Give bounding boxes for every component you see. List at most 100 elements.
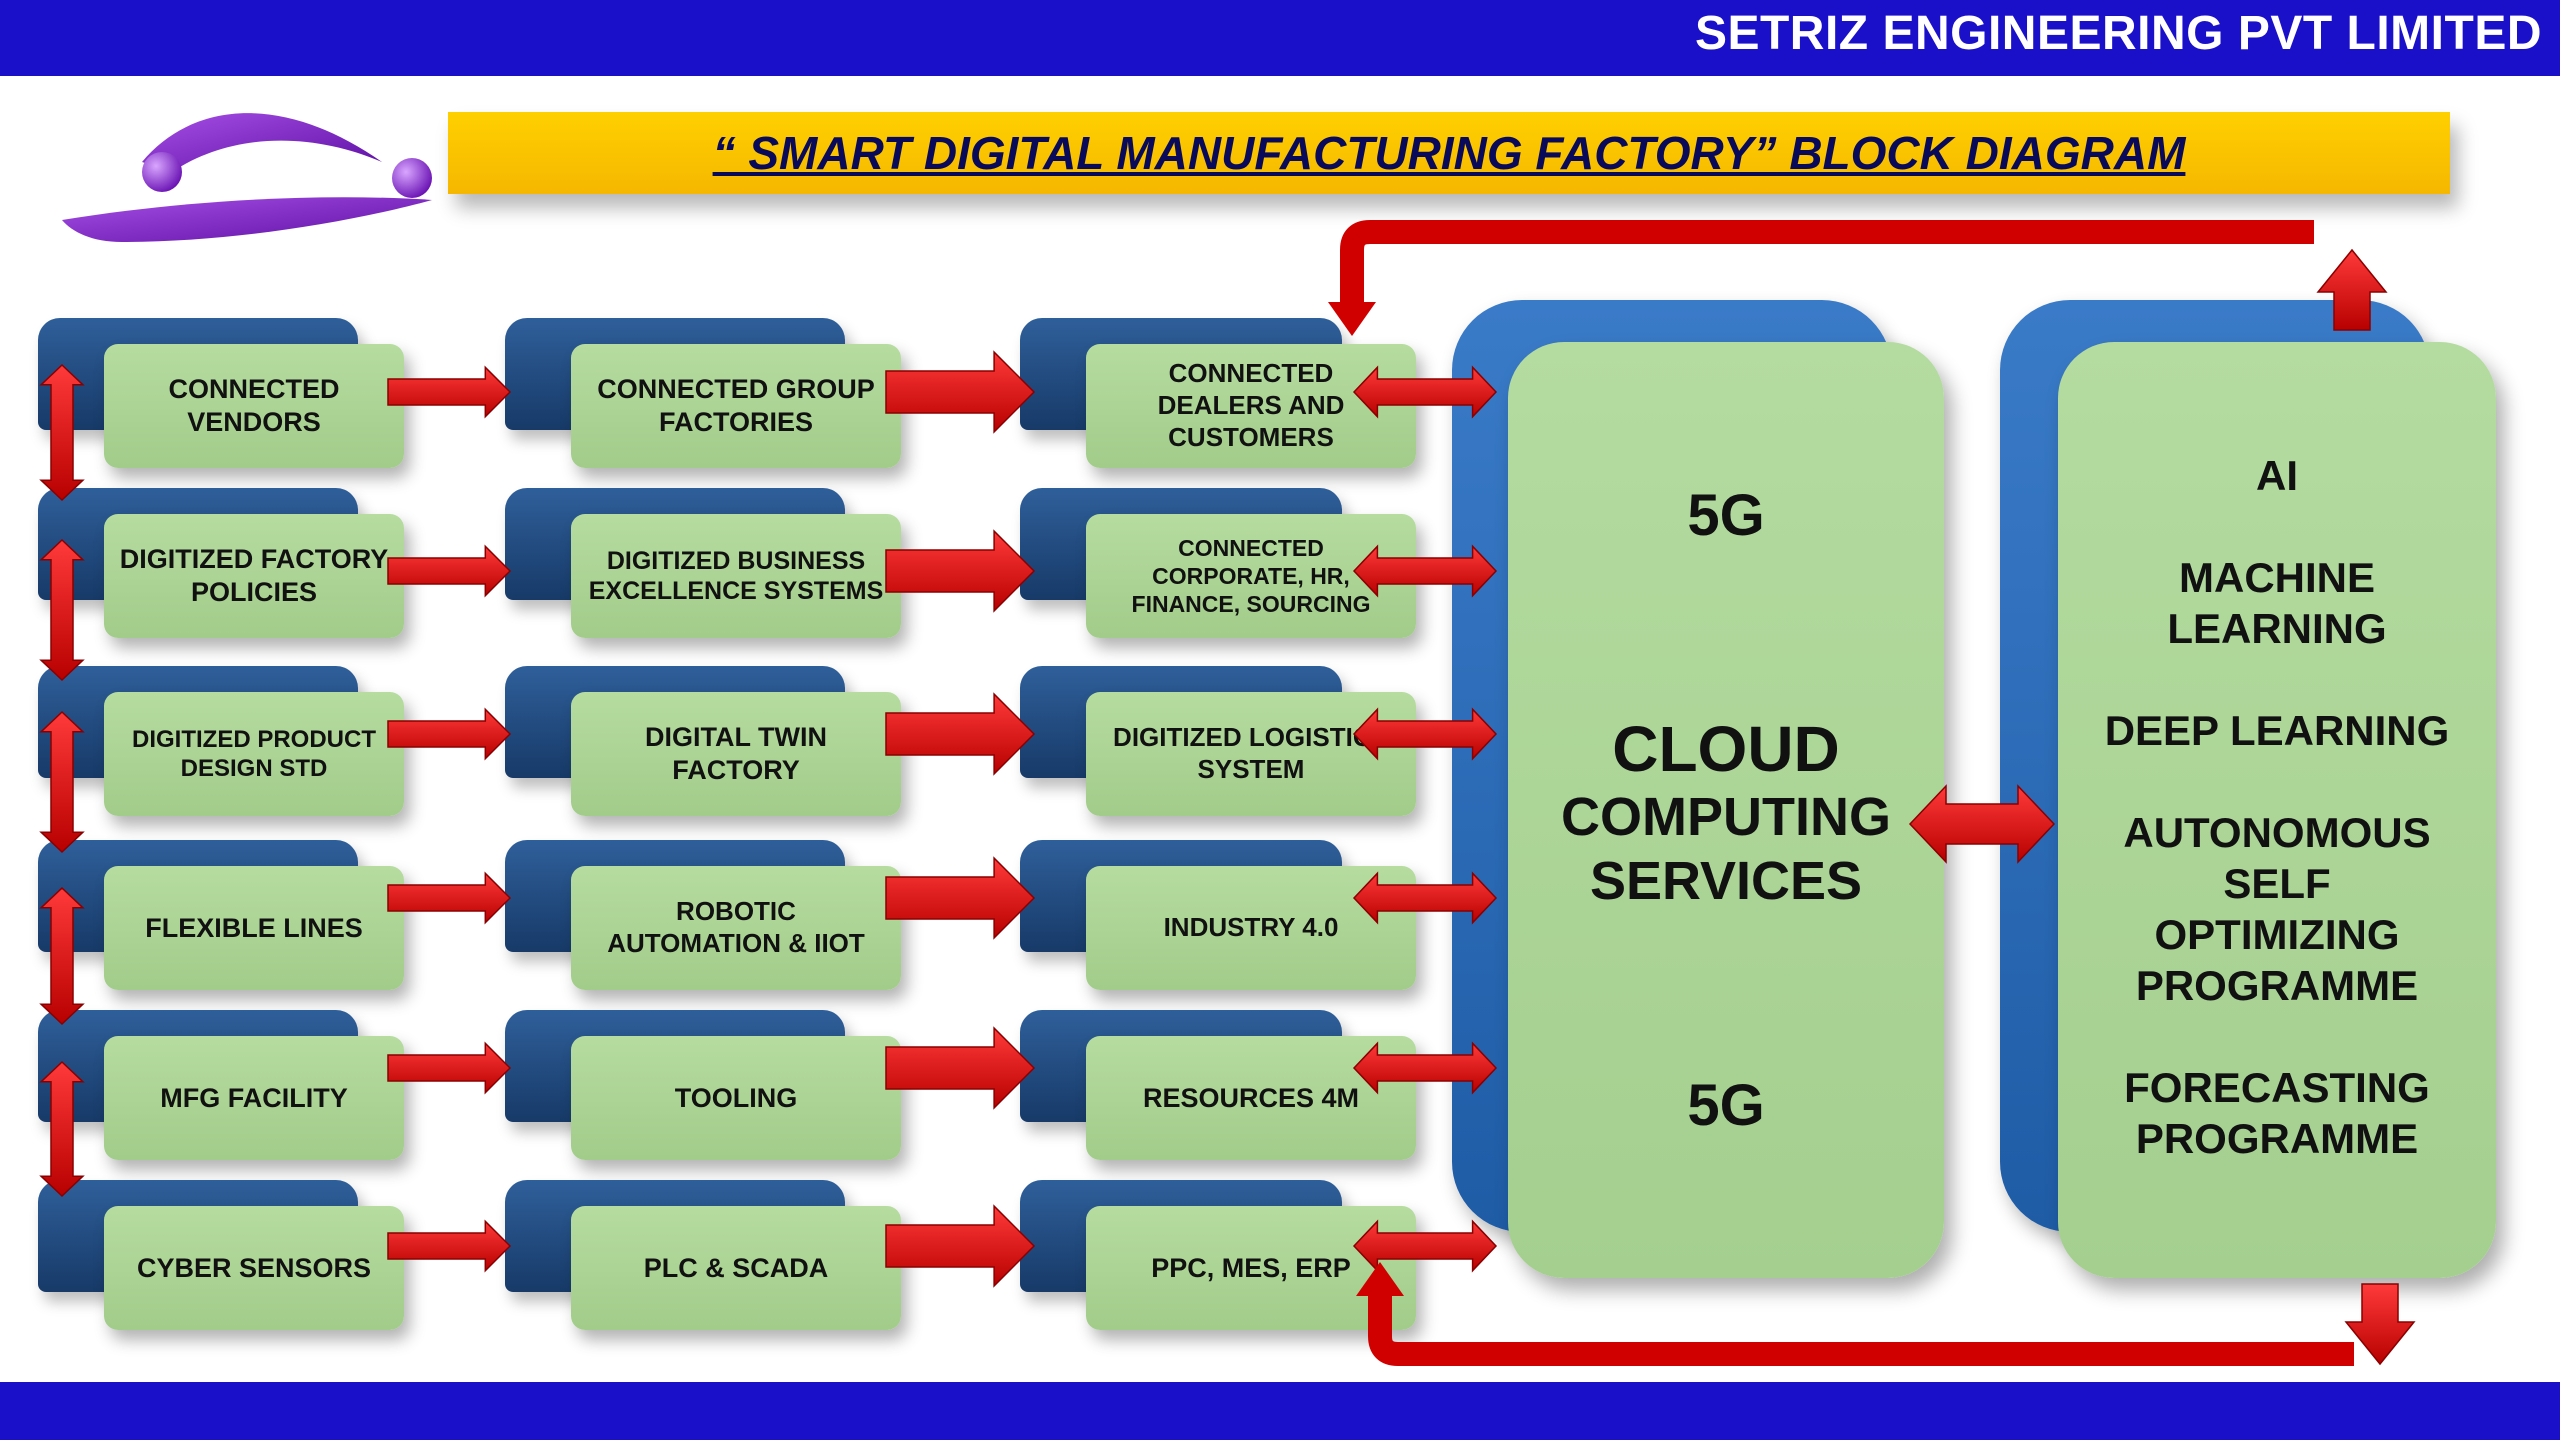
block-label: PLC & SCADA [571,1206,901,1330]
arrow-double-c3-r3 [1352,871,1498,925]
ai-line: SELF [2223,860,2331,907]
block-label-line: DIGITAL TWIN [645,722,827,753]
block-label-line: FINANCE, SOURCING [1131,591,1371,618]
arrow-bottom-loop-head [1356,1262,1404,1296]
arrow-top-loop [1340,220,2314,308]
arrow-right-c1-r1 [387,544,512,598]
arrow-right-c1-r5 [387,1219,512,1273]
arrow-top-loop-head [1328,302,1376,336]
block-label-line: SYSTEM [1197,754,1305,784]
arrow-right-c1-r3 [387,871,512,925]
arrow-vertical-c1-0 [39,363,85,502]
block-label: PPC, MES, ERP [1086,1206,1416,1330]
arrow-double-c3-r1 [1352,544,1498,598]
company-logo-icon [62,113,432,242]
arrow-bottom-loop [1368,1290,2354,1366]
ai-line: AI [2256,452,2298,499]
ai-line: PROGRAMME [2135,1115,2419,1162]
arrow-right-c2-r3 [885,856,1036,940]
arrow-right-c2-r1 [885,529,1036,613]
ai-line: MACHINE [2179,554,2375,601]
block-label-line: POLICIES [190,577,317,607]
block-label-line: CONNECTED GROUP [597,374,875,405]
ai-line: FORECASTING [2124,1064,2430,1111]
block-label-line: FLEXIBLE LINES [145,912,363,943]
arrow-double-c3-r5 [1352,1219,1498,1273]
block-label-line: DEALERS AND [1157,390,1345,421]
arrow-double-c3-r4 [1352,1041,1498,1095]
block-label-line: CYBER SENSORS [136,1252,372,1283]
block-label-line: DESIGN STD [180,755,328,782]
company-name: SETRIZ ENGINEERING PVT LIMITED [1694,7,2542,60]
arrow-right-c1-r0 [387,365,512,419]
block-label: CYBER SENSORS [104,1206,404,1330]
block-label-line: DIGITIZED PRODUCT [132,725,376,753]
block-label-line: CONNECTED [1168,358,1334,389]
block-label: MFG FACILITY [104,1036,404,1160]
block-label-line: CORPORATE, HR, [1152,562,1350,589]
ai-line: AUTONOMOUS [2123,809,2431,856]
cloud-line-3: SERVICES [1589,851,1863,911]
block-label-line: RESOURCES 4M [1142,1082,1360,1113]
arrow-right-c2-r2 [885,692,1036,776]
ai-line: OPTIMIZING [2154,911,2400,958]
arrow-right-c1-r4 [387,1041,512,1095]
block-label: FLEXIBLE LINES [104,866,404,990]
header-bar: SETRIZ ENGINEERING PVT LIMITED [0,0,2560,76]
ai-line: DEEP LEARNING [2104,707,2450,754]
title-banner: “ SMART DIGITAL MANUFACTURING FACTORY” B… [448,112,2450,194]
arrow-right-c2-r5 [885,1204,1036,1288]
ai-line: PROGRAMME [2135,962,2419,1009]
block-label: TOOLING [571,1036,901,1160]
arrow-cloud-ai [1908,784,2056,864]
cloud-5g-bottom: 5G [1687,1073,1765,1138]
block-label-line: ROBOTIC [676,896,796,927]
arrow-vertical-c1-3 [39,886,85,1026]
footer-bar [0,1382,2560,1440]
diagram-title: “ SMART DIGITAL MANUFACTURING FACTORY” B… [712,127,2186,179]
block-label-line: EXCELLENCE SYSTEMS [588,577,884,605]
block-label-line: FACTORIES [658,407,813,437]
arrow-right-c1-r2 [387,707,512,761]
arrow-double-c3-r2 [1352,707,1498,761]
block-label-line: INDUSTRY 4.0 [1163,912,1339,943]
ai-line: LEARNING [2167,605,2387,652]
cloud-5g-top: 5G [1687,483,1765,548]
arrow-right-c2-r4 [885,1026,1036,1110]
block-label-line: DIGITIZED BUSINESS [606,546,866,575]
arrow-vertical-c1-2 [39,710,85,854]
block-label-line: PPC, MES, ERP [1151,1252,1351,1283]
block-label-line: TOOLING [674,1082,798,1113]
block-label-line: CONNECTED [168,374,340,405]
arrow-vertical-c1-4 [39,1060,85,1198]
block-label-line: MFG FACILITY [160,1082,348,1113]
block-label-line: AUTOMATION & IIOT [607,928,865,958]
arrow-down-ai [2344,1283,2416,1366]
block-label-line: VENDORS [187,407,321,437]
cloud-line-2: COMPUTING [1561,787,1891,847]
block-label-line: DIGITIZED LOGISTICS [1113,722,1389,753]
arrow-up-ai [2316,248,2388,331]
block-label: INDUSTRY 4.0 [1086,866,1416,990]
block-label-line: CONNECTED [1178,534,1324,561]
cloud-line-1: CLOUD [1612,713,1840,785]
cloud-block: 5G CLOUD COMPUTING SERVICES 5G [1508,342,1944,1278]
block-label-line: PLC & SCADA [643,1252,829,1283]
block-label: RESOURCES 4M [1086,1036,1416,1160]
arrow-vertical-c1-1 [39,538,85,682]
block-label-line: CUSTOMERS [1168,421,1334,452]
arrow-right-c2-r0 [885,350,1036,434]
block-label-line: DIGITIZED FACTORY [119,544,389,575]
